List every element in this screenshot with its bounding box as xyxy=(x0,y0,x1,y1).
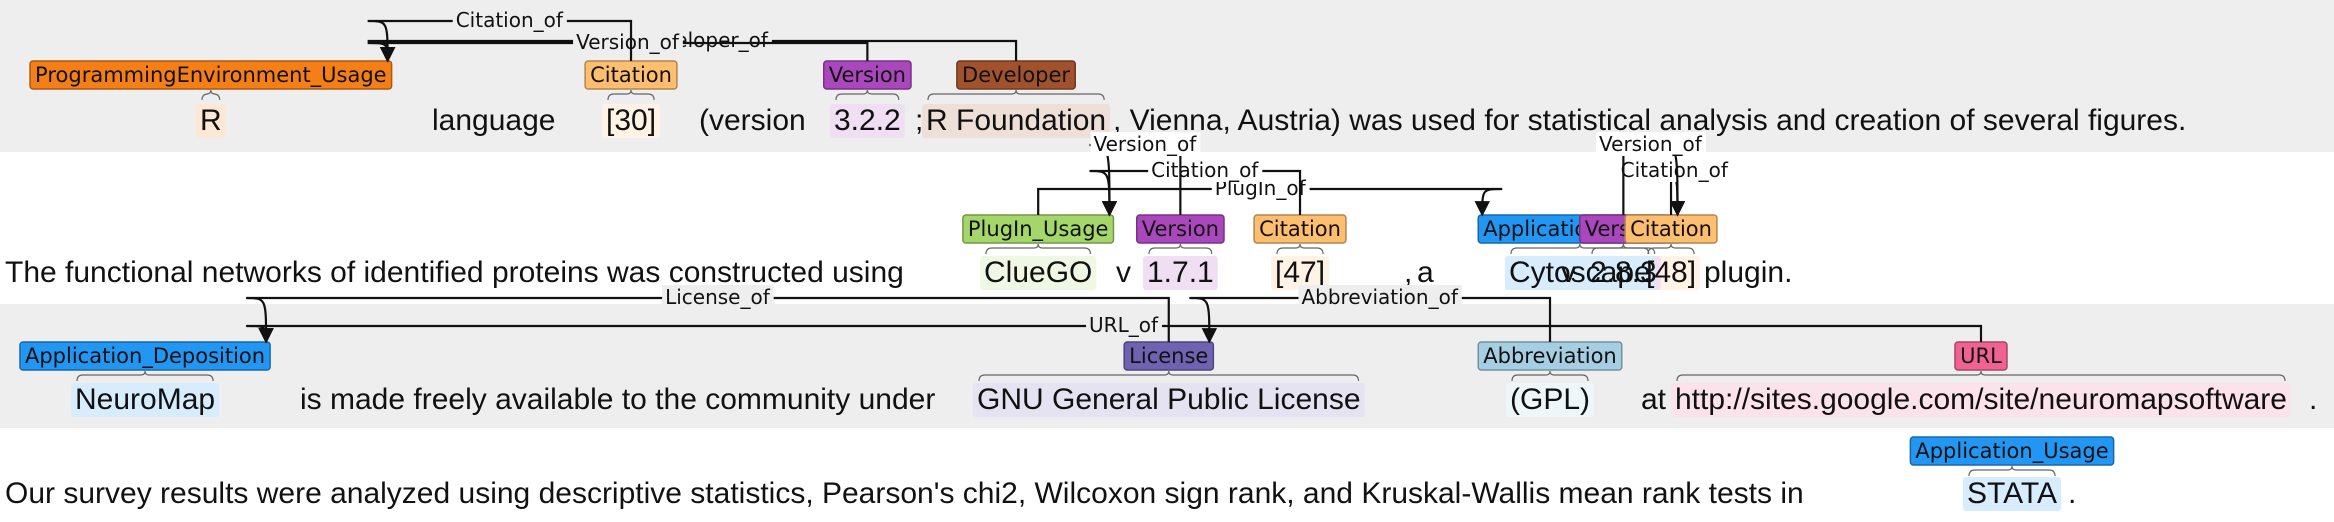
sentence-token: [48] xyxy=(1646,256,1696,289)
entity-brace xyxy=(1968,465,2056,477)
entity-tag[interactable] xyxy=(1909,436,2115,466)
relation-label: Version_of xyxy=(1094,132,1198,156)
relation-label-bg xyxy=(662,285,774,309)
sentence-token: at xyxy=(1641,383,1667,416)
entity-highlight xyxy=(1506,383,1595,417)
relation-label-bg xyxy=(1090,132,1201,156)
entity-label: Developer xyxy=(962,63,1070,87)
entity-label: Abbreviation xyxy=(1483,344,1616,368)
entity-brace xyxy=(1276,243,1324,255)
entity-highlight xyxy=(602,104,661,138)
sentence-token: , Vienna, Austria) was used for statisti… xyxy=(1113,104,2186,137)
sentence-token: The functional networks of identified pr… xyxy=(5,256,904,289)
relation-label-bg xyxy=(452,8,567,32)
sentence-token: Cytoscape xyxy=(1509,256,1651,289)
sentence-token: 1.7.1 xyxy=(1147,256,1214,289)
sentence-token: 2.8.3 xyxy=(1590,256,1657,289)
sentence-token: is made freely available to the communit… xyxy=(300,383,935,416)
sentence-3: NeuroMap is made freely available to the … xyxy=(19,285,2317,417)
entity-label: License xyxy=(1129,344,1208,368)
entity-label: ProgrammingEnvironment_Usage xyxy=(35,63,387,88)
entity-label: Citation xyxy=(1630,217,1712,241)
entity-brace xyxy=(835,89,900,101)
relation-label: License_of xyxy=(665,285,771,309)
entity-brace xyxy=(76,370,214,382)
entity-brace xyxy=(1676,370,2286,382)
entity-label: Citation xyxy=(590,63,672,87)
relation-label-bg xyxy=(1617,158,1732,182)
entity-brace xyxy=(978,370,1360,382)
entity-label: Version xyxy=(1142,217,1219,241)
sentence-token: (version xyxy=(699,104,806,137)
sentence-token: v xyxy=(1116,256,1131,289)
entity-label: Application_Usage xyxy=(1915,439,2108,464)
entity-highlight xyxy=(196,104,226,138)
entity-brace xyxy=(985,243,1091,255)
entity-brace xyxy=(927,89,1105,101)
entity-highlight xyxy=(1143,256,1218,290)
sentence-token: (GPL) xyxy=(1510,383,1590,416)
relation-label-bg xyxy=(573,30,683,54)
entity-label: Citation xyxy=(1259,217,1341,241)
entity-brace xyxy=(1647,243,1695,255)
sentence-token: ClueGO xyxy=(984,256,1092,289)
sentence-token: NeuroMap xyxy=(75,383,215,416)
relation-label-bg xyxy=(1298,285,1462,309)
entity-brace xyxy=(1148,243,1213,255)
entity-highlight xyxy=(1505,256,1655,290)
sentence-4: Our survey results were analyzed using d… xyxy=(5,436,2115,511)
entity-brace xyxy=(607,89,655,101)
relation-label: Citation_of xyxy=(1151,158,1259,182)
sentence-token: ; xyxy=(915,104,923,137)
sentence-token: . xyxy=(2309,383,2317,416)
entity-label: Application_Deposition xyxy=(25,344,265,369)
entity-highlight xyxy=(1671,383,2291,417)
entity-label: Version xyxy=(829,63,906,87)
entity-brace xyxy=(1510,243,1650,255)
relation-label: URL_of xyxy=(1089,313,1159,337)
sentence-token: [47] xyxy=(1275,256,1325,289)
sentence-token: a xyxy=(1417,256,1434,289)
sentence-token: language xyxy=(432,104,555,137)
relation-label: Version_of xyxy=(1599,132,1703,156)
entity-tag[interactable] xyxy=(19,341,271,371)
sentence-token: . xyxy=(2068,477,2076,510)
sentence-token: R Foundation xyxy=(926,104,1106,137)
sentence-token: GNU General Public License xyxy=(977,383,1361,416)
sentence-token: [30] xyxy=(606,104,656,137)
entity-highlight xyxy=(1271,256,1330,290)
sentence-token: R xyxy=(200,104,222,137)
entity-highlight xyxy=(71,383,220,417)
sentence-token: STATA xyxy=(1967,477,2057,510)
sentence-token: 3.2.2 xyxy=(834,104,901,137)
sentence-token: , xyxy=(1404,256,1412,289)
relation-label-bg xyxy=(1148,158,1263,182)
relation-label-bg xyxy=(1596,132,1706,156)
relation-label: Abbreviation_of xyxy=(1301,285,1458,309)
entity-highlight xyxy=(1963,477,2061,511)
entity-tag[interactable] xyxy=(29,60,393,90)
sentence-token: plugin. xyxy=(1704,256,1792,289)
sentence-2: The functional networks of identified pr… xyxy=(5,132,1792,290)
entity-brace xyxy=(201,89,221,101)
relation-arc xyxy=(1089,143,1182,217)
relation-label: Citation_of xyxy=(1621,158,1729,182)
relation-label: Citation_of xyxy=(456,8,564,32)
entity-label: PlugIn_Usage xyxy=(968,217,1109,242)
entity-label: URL xyxy=(1960,344,2002,368)
sentence-token: http://sites.google.com/site/neuromapsof… xyxy=(1675,383,2287,416)
entity-brace xyxy=(1511,370,1589,382)
relation-label-bg xyxy=(1086,313,1162,337)
sentence-token: v xyxy=(1561,256,1576,289)
relation-label: Version_of xyxy=(576,30,680,54)
entity-highlight xyxy=(980,256,1097,290)
entity-highlight xyxy=(973,383,1365,417)
entity-highlight xyxy=(922,104,1111,138)
sentence-token: Our survey results were analyzed using d… xyxy=(5,477,1804,510)
entity-highlight xyxy=(830,104,905,138)
